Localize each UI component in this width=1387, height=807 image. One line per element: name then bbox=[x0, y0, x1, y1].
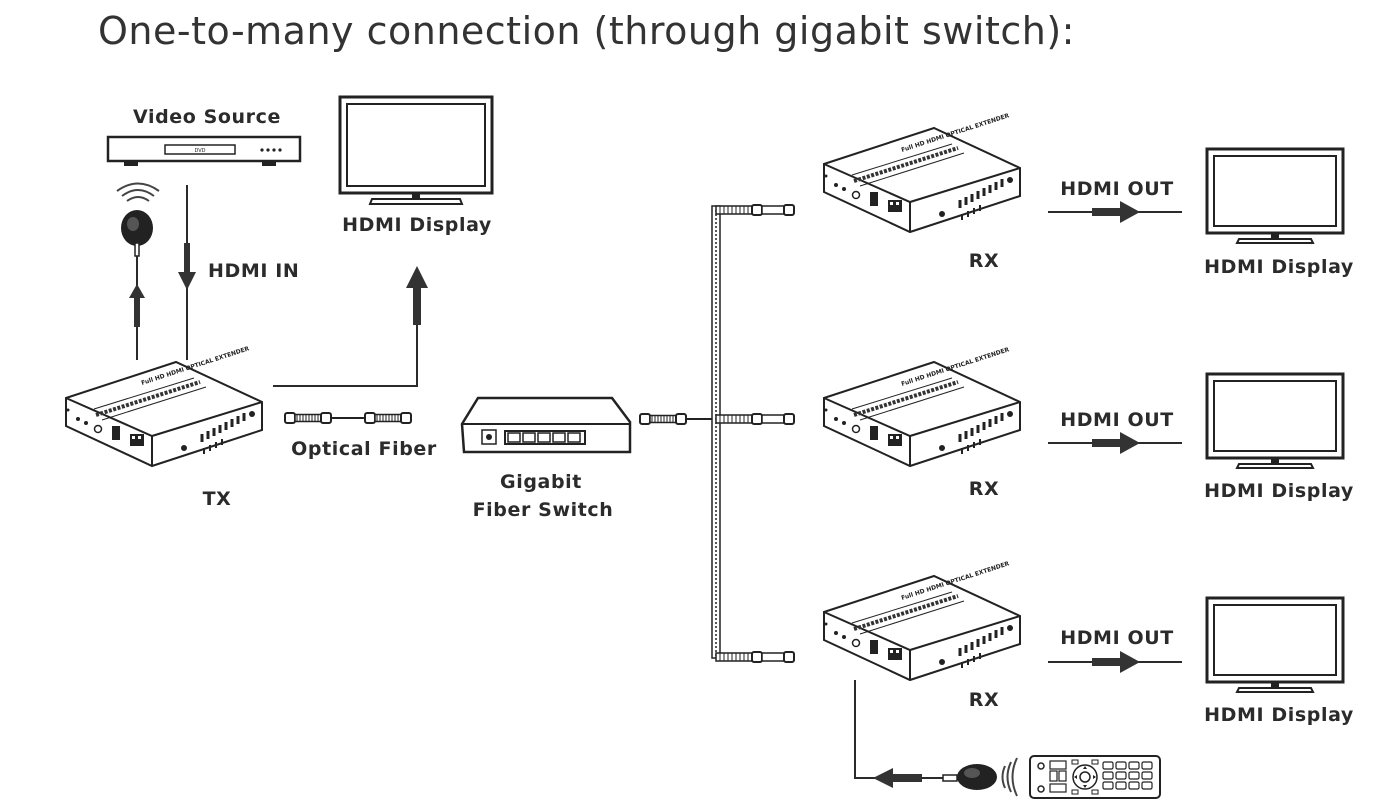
switch-label-line1: Gigabit bbox=[500, 471, 582, 493]
ir-receiver-tx-icon bbox=[116, 182, 160, 257]
dvd-player-icon: DVD bbox=[106, 135, 302, 166]
optical-fiber-label: Optical Fiber bbox=[291, 438, 437, 460]
rx-extender-1-icon: Full HD HDMI OPTICAL EXTENDER bbox=[822, 112, 1022, 234]
hdmi-display-top-icon bbox=[338, 95, 494, 205]
rx-extender-2-icon: Full HD HDMI OPTICAL EXTENDER bbox=[822, 346, 1022, 468]
rx-label-1: RX bbox=[969, 250, 999, 272]
video-source-label: Video Source bbox=[133, 106, 281, 128]
hdmi-display-3-icon bbox=[1205, 596, 1345, 694]
switch-label-line2: Fiber Switch bbox=[473, 499, 614, 521]
hdmi-display-top-label: HDMI Display bbox=[342, 214, 492, 236]
hdmi-display-label-2: HDMI Display bbox=[1204, 480, 1354, 502]
hdmi-display-1-icon bbox=[1205, 147, 1345, 245]
ir-emitter-rx-icon bbox=[942, 757, 1018, 797]
hdmi-out-arrow-3-icon bbox=[1048, 651, 1182, 673]
rx-label-3: RX bbox=[969, 689, 999, 711]
remote-control-icon bbox=[1029, 755, 1161, 799]
hdmi-out-arrow-2-icon bbox=[1048, 432, 1182, 454]
hdmi-display-label-1: HDMI Display bbox=[1204, 256, 1354, 278]
hdmi-out-arrow-1-icon bbox=[1048, 201, 1182, 223]
dvd-label: DVD bbox=[194, 148, 205, 154]
rx-extender-3-icon: Full HD HDMI OPTICAL EXTENDER bbox=[822, 560, 1022, 682]
fiber-fanout-cables-icon bbox=[639, 204, 795, 663]
hdmi-display-label-3: HDMI Display bbox=[1204, 704, 1354, 726]
hdmi-out-label-3: HDMI OUT bbox=[1060, 627, 1174, 649]
tx-label: TX bbox=[203, 488, 232, 510]
hdmi-out-label-2: HDMI OUT bbox=[1060, 409, 1174, 431]
rx-label-2: RX bbox=[969, 478, 999, 500]
hdmi-in-label: HDMI IN bbox=[208, 260, 299, 282]
hdmi-display-2-icon bbox=[1205, 372, 1345, 470]
page-title: One-to-many connection (through gigabit … bbox=[98, 9, 1075, 53]
tx-extender-icon: Full HD HDMI OPTICAL EXTENDER bbox=[64, 345, 264, 468]
optical-fiber-cable-icon bbox=[284, 412, 412, 424]
gigabit-fiber-switch-icon bbox=[460, 396, 632, 454]
hdmi-out-label-1: HDMI OUT bbox=[1060, 178, 1174, 200]
